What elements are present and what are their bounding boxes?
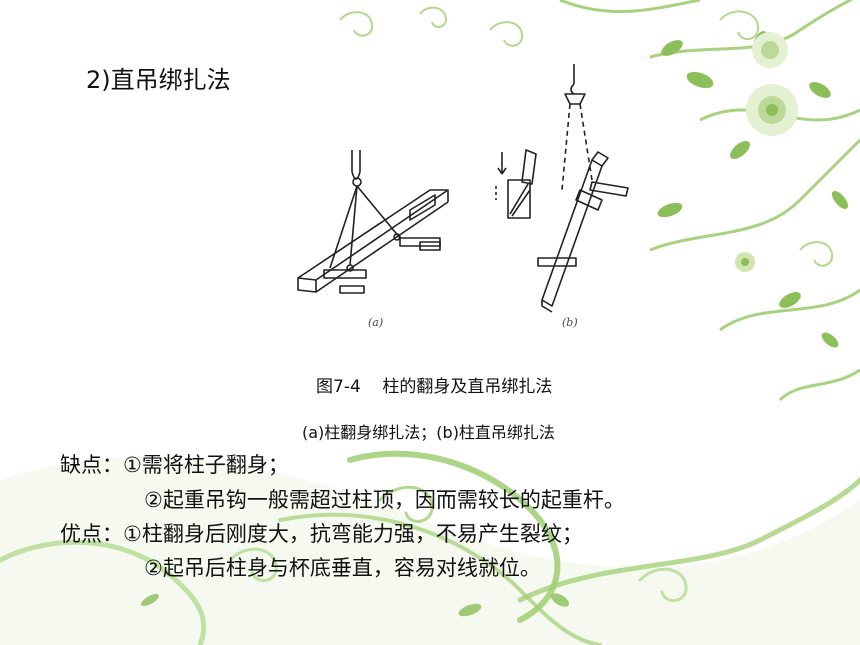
figure-label-b: (b) (562, 316, 578, 329)
advantage-item-2: ②起吊后柱身与杯底垂直，容易对线就位。 (144, 556, 541, 580)
figure-subcaption: (a)柱翻身绑扎法；(b)柱直吊绑扎法 (302, 423, 555, 442)
figure-illustration: (a) (280, 50, 650, 340)
section-heading: 2)直吊绑扎法 (86, 66, 231, 94)
advantages-row-1: 优点：①柱翻身后刚度大，抗弯能力强，不易产生裂纹； (60, 521, 583, 547)
column-lifting-diagram: (a) (280, 50, 650, 340)
figure-caption: 图7-4 柱的翻身及直吊绑扎法 (316, 377, 553, 397)
disadvantage-item-1: ①需将柱子翻身； (123, 453, 289, 477)
disadvantages-label: 缺点： (60, 453, 123, 477)
advantage-item-1: ①柱翻身后刚度大，抗弯能力强，不易产生裂纹； (123, 522, 583, 546)
figure-label-a: (a) (368, 316, 383, 329)
disadvantages-row-1: 缺点：①需将柱子翻身； (60, 452, 289, 478)
disadvantage-item-2: ②起重吊钩一般需超过柱顶，因而需较长的起重杆。 (144, 488, 625, 512)
advantages-label: 优点： (60, 522, 123, 546)
